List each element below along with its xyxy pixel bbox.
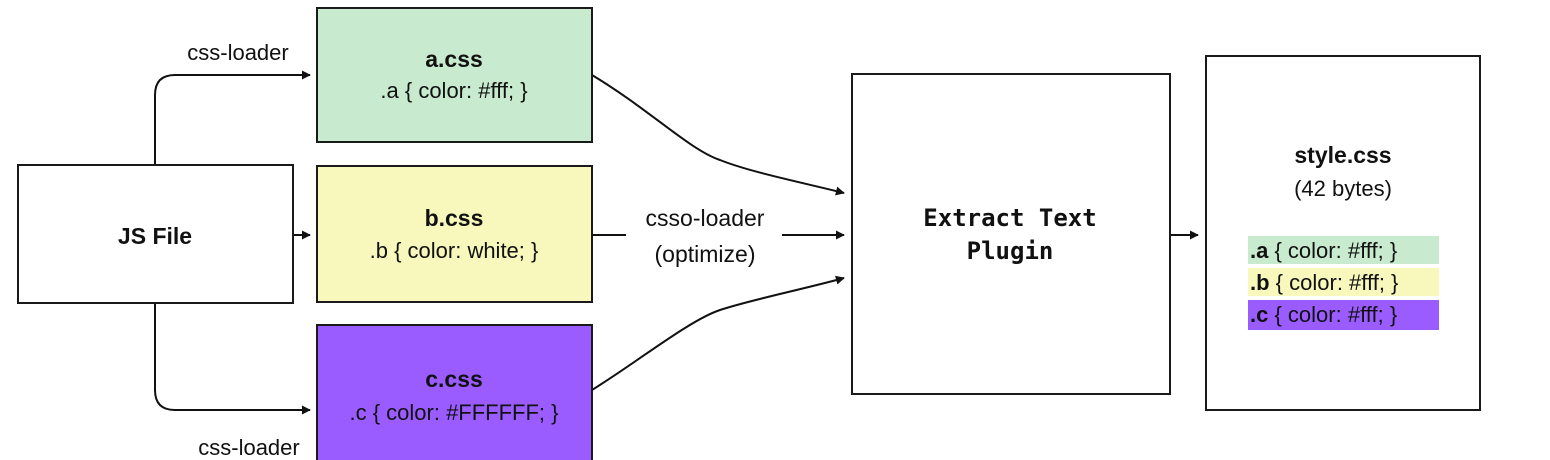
output-rule: .c { color: #fff; } bbox=[1248, 300, 1439, 330]
output-rule: .b { color: #fff; } bbox=[1248, 268, 1439, 296]
edge-label-css-loader-bottom: css-loader bbox=[198, 435, 299, 460]
style-css-size: (42 bytes) bbox=[1294, 176, 1392, 201]
js-file-label: JS File bbox=[118, 223, 192, 249]
c-css-title: c.css bbox=[425, 366, 483, 392]
edge-label-css-loader-top: css-loader bbox=[187, 40, 288, 65]
plugin-label-line1: Extract Text bbox=[923, 204, 1096, 232]
output-rule-selector: .b bbox=[1250, 270, 1270, 295]
a-css-title: a.css bbox=[425, 46, 483, 72]
output-rule-selector: .c bbox=[1250, 302, 1268, 327]
output-rule-body: { color: #fff; } bbox=[1268, 238, 1397, 263]
b-css-code: .b { color: white; } bbox=[370, 238, 539, 263]
svg-text:.a { color: #fff; }: .a { color: #fff; } bbox=[1250, 238, 1397, 263]
node-extract-text-plugin: Extract Text Plugin bbox=[851, 73, 1171, 395]
b-css-title: b.css bbox=[425, 205, 484, 231]
edge-c-css-to-plugin bbox=[591, 275, 845, 391]
edge-js-to-a-css bbox=[154, 70, 311, 165]
output-rule-highlight bbox=[1248, 236, 1439, 264]
output-rule-selector: .a bbox=[1250, 238, 1269, 263]
node-style-css: style.css (42 bytes) .a { color: #fff; }… bbox=[1205, 55, 1481, 411]
output-rule: .a { color: #fff; } bbox=[1248, 236, 1439, 264]
c-css-code: .c { color: #FFFFFF; } bbox=[349, 400, 558, 425]
edge-label-csso-loader: csso-loader bbox=[646, 205, 765, 231]
output-rule-highlight bbox=[1248, 268, 1439, 296]
b-css-box bbox=[316, 165, 593, 303]
node-js-file: JS File bbox=[17, 164, 294, 304]
a-css-code: .a { color: #fff; } bbox=[380, 78, 527, 103]
node-b-css: b.css .b { color: white; } bbox=[316, 165, 593, 303]
edge-label-optimize: (optimize) bbox=[655, 241, 756, 267]
svg-text:.b { color: #fff; }: .b { color: #fff; } bbox=[1250, 270, 1398, 295]
a-css-box bbox=[316, 7, 593, 143]
plugin-label-line2: Plugin bbox=[967, 237, 1054, 265]
style-css-title: style.css bbox=[1294, 142, 1391, 168]
node-a-css: a.css .a { color: #fff; } bbox=[316, 7, 593, 143]
output-rule-highlight bbox=[1248, 300, 1439, 330]
edge-a-css-to-plugin bbox=[591, 74, 845, 196]
edge-js-to-c-css bbox=[154, 303, 311, 415]
node-c-css: c.css .c { color: #FFFFFF; } bbox=[316, 324, 593, 460]
svg-text:.c { color: #fff; }: .c { color: #fff; } bbox=[1250, 302, 1397, 327]
output-rule-body: { color: #fff; } bbox=[1268, 302, 1397, 327]
output-rule-body: { color: #fff; } bbox=[1270, 270, 1399, 295]
c-css-box bbox=[316, 324, 593, 460]
